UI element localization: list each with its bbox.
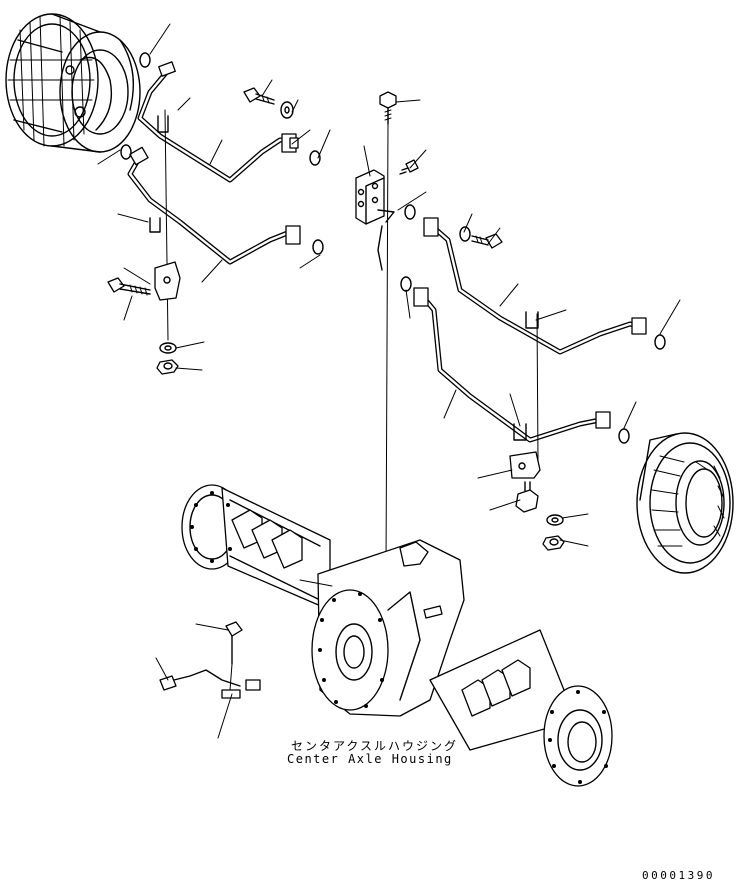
speed-sensor bbox=[159, 669, 261, 699]
center-line bbox=[385, 123, 389, 567]
left-washer bbox=[159, 342, 177, 354]
right-washer bbox=[546, 514, 564, 526]
junction-block bbox=[355, 169, 395, 225]
caption-japanese: センタアクスルハウジング bbox=[291, 739, 459, 753]
right-brake-pipe-lower bbox=[413, 287, 611, 443]
right-brake-disc bbox=[636, 432, 734, 574]
axle-housing bbox=[181, 484, 613, 787]
leader-lines bbox=[97, 23, 681, 739]
right-pipe-clamp bbox=[509, 311, 541, 479]
right-brake-pipe-upper bbox=[423, 217, 647, 355]
right-washer-upper bbox=[459, 226, 471, 242]
right-nut bbox=[542, 535, 565, 551]
center-bolt bbox=[379, 91, 397, 125]
right-clamp-bolt bbox=[515, 481, 539, 513]
right-bolt-horizontal bbox=[471, 233, 503, 249]
caption-english: Center Axle Housing bbox=[287, 752, 453, 766]
sensor-bolt bbox=[225, 621, 243, 691]
left-brake-pipe-lower bbox=[127, 146, 301, 265]
left-brake-pipe-upper bbox=[137, 61, 299, 183]
left-pipe-clamp bbox=[149, 109, 181, 341]
center-tube bbox=[377, 225, 383, 271]
left-clamp-bolt bbox=[107, 277, 151, 296]
left-nut bbox=[156, 359, 179, 375]
washer-upper-left bbox=[280, 101, 294, 119]
drawing-number: 00001390 bbox=[642, 869, 715, 882]
left-brake-drum bbox=[5, 13, 141, 153]
o-rings bbox=[120, 52, 666, 444]
bolt-upper-left bbox=[243, 87, 275, 105]
